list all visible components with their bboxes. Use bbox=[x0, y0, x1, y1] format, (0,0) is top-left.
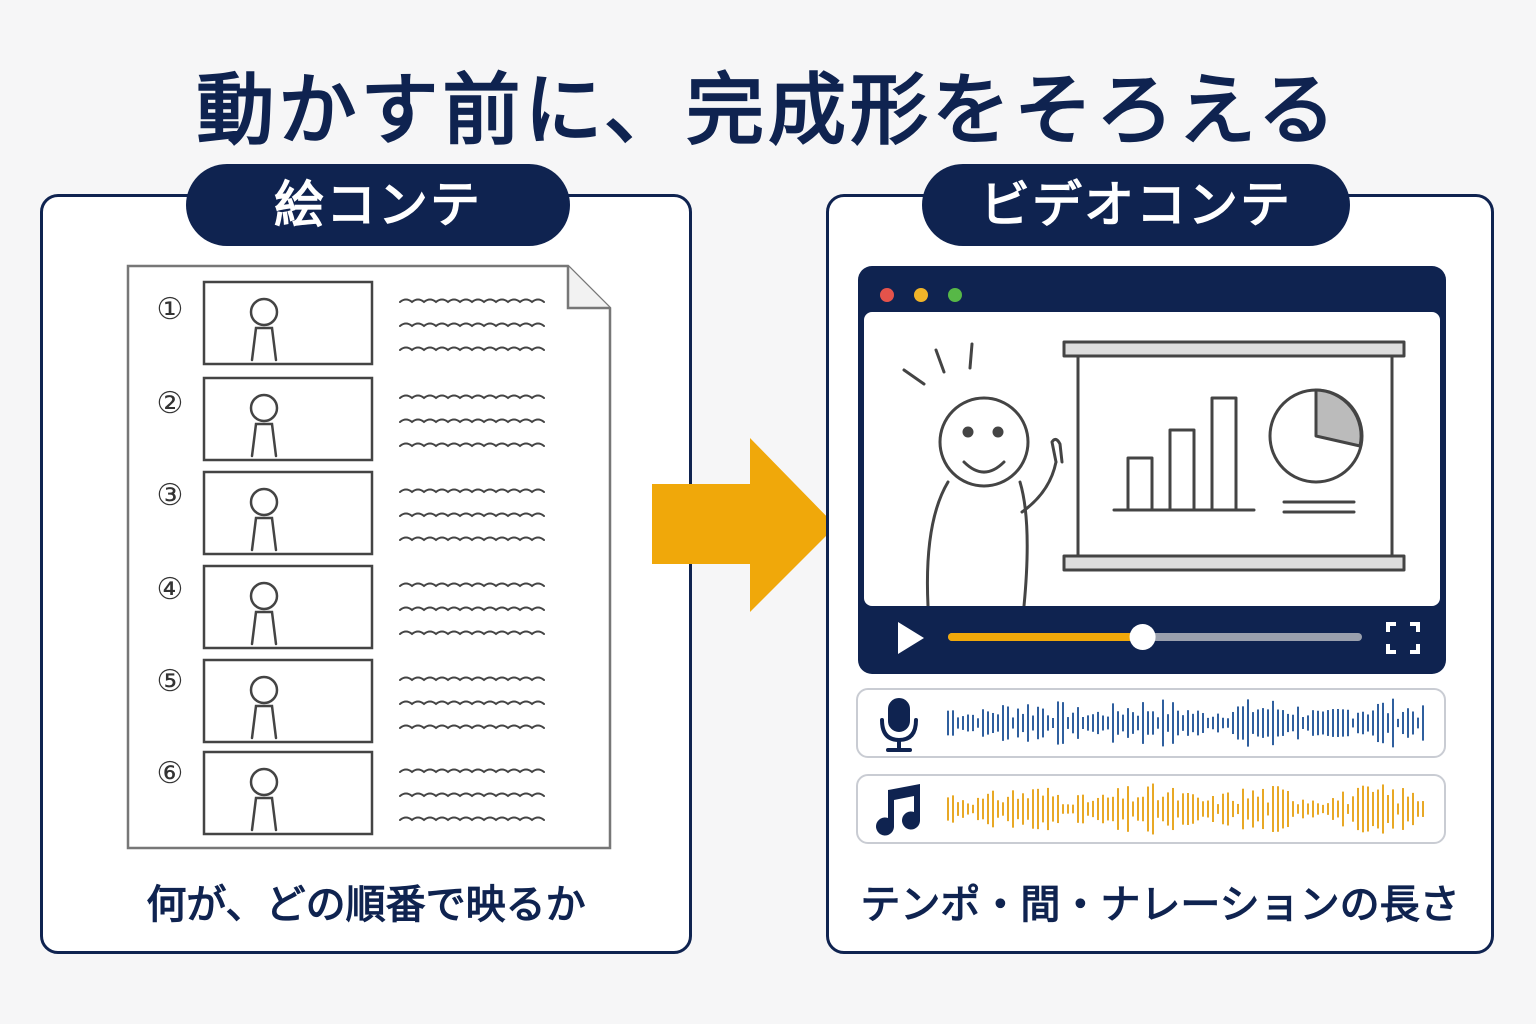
video-screen bbox=[864, 312, 1440, 606]
presenter-illustration bbox=[902, 340, 1406, 606]
sketch-figure-head bbox=[249, 767, 279, 797]
storyboard-note-line bbox=[399, 768, 545, 774]
frame-number-5: ⑤ bbox=[156, 664, 184, 699]
storyboard-note-line bbox=[399, 816, 545, 822]
sketch-figure-body bbox=[250, 704, 278, 740]
storyboard-note-line bbox=[399, 536, 545, 542]
storyboard-frame bbox=[202, 470, 374, 556]
sketch-figure-head bbox=[249, 675, 279, 705]
sketch-figure-head bbox=[249, 393, 279, 423]
music-track bbox=[856, 774, 1446, 844]
storyboard-note-line bbox=[399, 630, 545, 636]
storyboard-note-line bbox=[399, 724, 545, 730]
sketch-figure-head bbox=[249, 487, 279, 517]
frame-number-2: ② bbox=[156, 386, 184, 421]
storyboard-caption: 何が、どの順番で映るか bbox=[146, 882, 586, 928]
storyboard-note-line bbox=[399, 322, 545, 328]
video-player bbox=[858, 266, 1446, 674]
fullscreen-icon[interactable] bbox=[1386, 622, 1420, 654]
storyboard-note-line bbox=[399, 582, 545, 588]
narration-waveform bbox=[947, 698, 1424, 748]
window-close-dot bbox=[880, 288, 894, 302]
storyboard-note-line bbox=[399, 442, 545, 448]
storyboard-frame bbox=[202, 280, 374, 366]
microphone-icon bbox=[880, 698, 918, 752]
sketch-figure-body bbox=[250, 422, 278, 458]
videoboard-label: ビデオコンテ bbox=[922, 164, 1350, 246]
storyboard-sheet bbox=[126, 264, 612, 850]
storyboard-label: 絵コンテ bbox=[186, 164, 570, 246]
frame-number-6: ⑥ bbox=[156, 756, 184, 791]
play-icon[interactable] bbox=[898, 622, 924, 654]
frame-number-3: ③ bbox=[156, 478, 184, 513]
sketch-figure-body bbox=[250, 796, 278, 832]
storyboard-note-line bbox=[399, 792, 545, 798]
window-maximize-dot bbox=[948, 288, 962, 302]
music-waveform bbox=[947, 783, 1424, 835]
right-arrow-icon bbox=[652, 438, 836, 612]
storyboard-note-line bbox=[399, 346, 545, 352]
storyboard-frame bbox=[202, 750, 374, 836]
storyboard-note-line bbox=[399, 488, 545, 494]
storyboard-note-line bbox=[399, 298, 545, 304]
frame-number-4: ④ bbox=[156, 572, 184, 607]
window-minimize-dot bbox=[914, 288, 928, 302]
videoboard-caption: テンポ・間・ナレーションの長さ bbox=[860, 882, 1460, 928]
sketch-figure-head bbox=[249, 297, 279, 327]
frame-number-1: ① bbox=[156, 292, 184, 327]
storyboard-note-line bbox=[399, 418, 545, 424]
storyboard-frame bbox=[202, 564, 374, 650]
sketch-figure-body bbox=[250, 610, 278, 646]
page-title: 動かす前に、完成形をそろえる bbox=[196, 66, 1340, 156]
progress-fill bbox=[948, 633, 1143, 641]
sketch-figure-body bbox=[250, 326, 278, 362]
storyboard-note-line bbox=[399, 394, 545, 400]
storyboard-frame bbox=[202, 376, 374, 462]
narration-track bbox=[856, 688, 1446, 758]
storyboard-note-line bbox=[399, 606, 545, 612]
storyboard-note-line bbox=[399, 512, 545, 518]
storyboard-note-line bbox=[399, 676, 545, 682]
sketch-figure-head bbox=[249, 581, 279, 611]
player-controls bbox=[898, 622, 1420, 654]
sketch-figure-body bbox=[250, 516, 278, 552]
storyboard-frame bbox=[202, 658, 374, 744]
progress-handle[interactable] bbox=[1129, 624, 1156, 650]
music-note-icon bbox=[876, 784, 921, 836]
storyboard-note-line bbox=[399, 700, 545, 706]
